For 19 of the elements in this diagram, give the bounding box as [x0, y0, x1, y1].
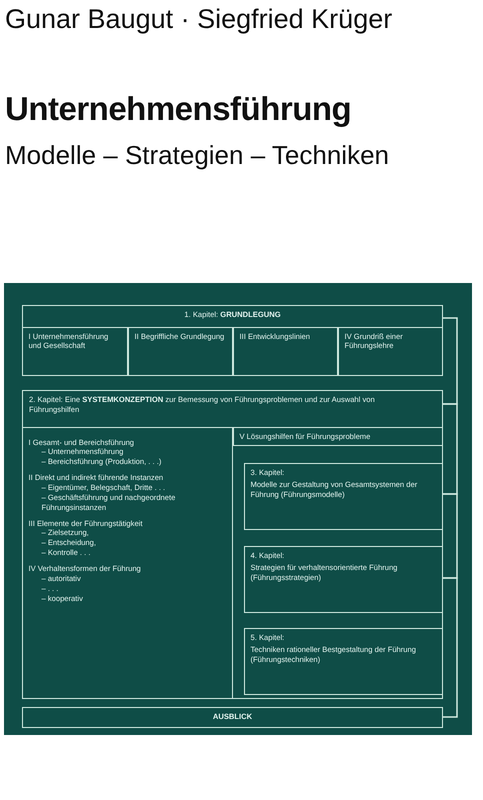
subtitle: Modelle – Strategien – Techniken [5, 140, 389, 171]
section-cell [128, 326, 232, 376]
chapter-box [244, 628, 442, 694]
section-cell [232, 326, 338, 376]
chapter-box [22, 305, 443, 376]
topic-list-box [22, 426, 232, 698]
outlook-box [22, 707, 443, 728]
chapter-box [22, 390, 443, 699]
connector-line [443, 317, 458, 405]
book-title: Unternehmensführung [5, 90, 352, 128]
chapter-box [244, 546, 442, 612]
section-cell [22, 326, 128, 376]
connector-line [443, 493, 458, 579]
section-cell [338, 326, 442, 376]
author-names: Gunar Baugut · Siegfried Krüger [5, 4, 392, 35]
connector-line [443, 577, 458, 718]
chapter-box [244, 462, 442, 530]
heading-box [232, 426, 442, 446]
connector-line [443, 403, 458, 495]
